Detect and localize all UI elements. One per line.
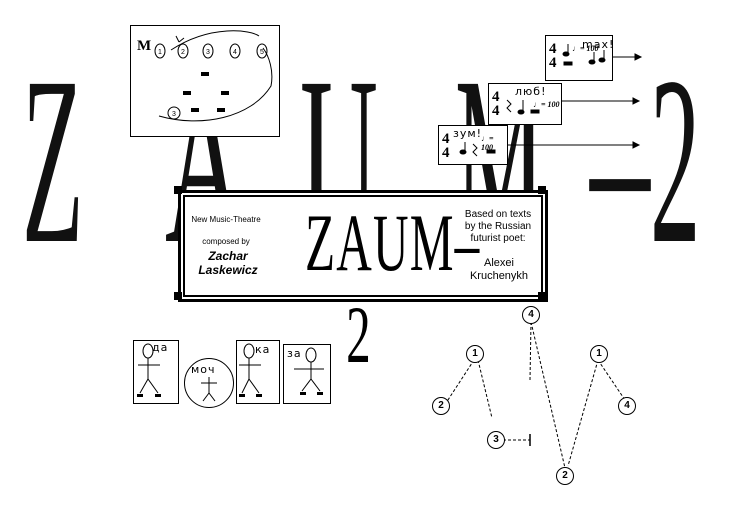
diagram-circle-4-top: 4 xyxy=(522,306,540,324)
diagram-circle-1-left: 1 xyxy=(466,345,484,363)
stage-circle-label: 1 xyxy=(158,49,162,56)
poet-name: Alexei Kruchenykh xyxy=(469,257,529,282)
figure-drawing xyxy=(239,343,262,397)
notes-drawing xyxy=(506,99,540,115)
stage-circle-label: 4 xyxy=(233,49,237,56)
big-digit-2: 2 xyxy=(650,27,701,293)
figure-word: да xyxy=(152,341,169,354)
figure-card-ka: ка xyxy=(236,340,280,404)
banner-left-line1: New Music-Theatre xyxy=(191,215,261,224)
diagram-circle-2-left: 2 xyxy=(432,397,450,415)
title-banner: New Music-Theatre composed by Zachar Las… xyxy=(178,190,548,380)
diagram-circle-2-bottom: 2 xyxy=(556,467,574,485)
tempo-mark: ♩= 100 xyxy=(572,44,599,53)
tempo-mark: ♩= 100 xyxy=(533,100,560,109)
figure-card-moch: моч xyxy=(184,358,234,408)
stage-diagram-drawing: 1 2 3 4 5 3 M xyxy=(137,30,273,122)
stage-circle-label: 2 xyxy=(181,49,185,56)
notes-drawing xyxy=(459,142,496,157)
diagram-circle-3: 3 xyxy=(487,431,505,449)
score-word: зум! xyxy=(453,127,483,140)
notes-drawing xyxy=(562,44,606,66)
figure-card-za: за xyxy=(283,344,331,404)
figure-card-da: да xyxy=(133,340,179,404)
figure-word: ка xyxy=(255,343,271,356)
banner-right-text: Based on texts by the Russian futurist p… xyxy=(464,209,532,244)
figure-drawing xyxy=(137,343,161,397)
score-word: max! xyxy=(582,38,615,51)
diagram-circle-1-right: 1 xyxy=(590,345,608,363)
stage-circle-label: 5 xyxy=(260,49,264,56)
figure-word: моч xyxy=(191,363,216,376)
figure-drawing xyxy=(201,377,217,402)
score-word: люб! xyxy=(515,85,547,98)
figure-word: за xyxy=(287,347,302,360)
stage-letter: M xyxy=(137,38,151,54)
figure-drawing xyxy=(294,347,324,395)
stage-marker-label: 3 xyxy=(172,111,176,118)
stage-diagram-card: 1 2 3 4 5 3 M xyxy=(130,25,280,137)
banner-left-line2: composed by xyxy=(202,237,250,246)
composer-name: Zachar Laskewicz xyxy=(198,249,258,277)
big-letter-z: Z xyxy=(22,27,84,293)
diagram-circle-4-right: 4 xyxy=(618,397,636,415)
stage-circle-label: 3 xyxy=(206,49,210,56)
tempo-mark: ♩= 100 xyxy=(481,134,494,152)
